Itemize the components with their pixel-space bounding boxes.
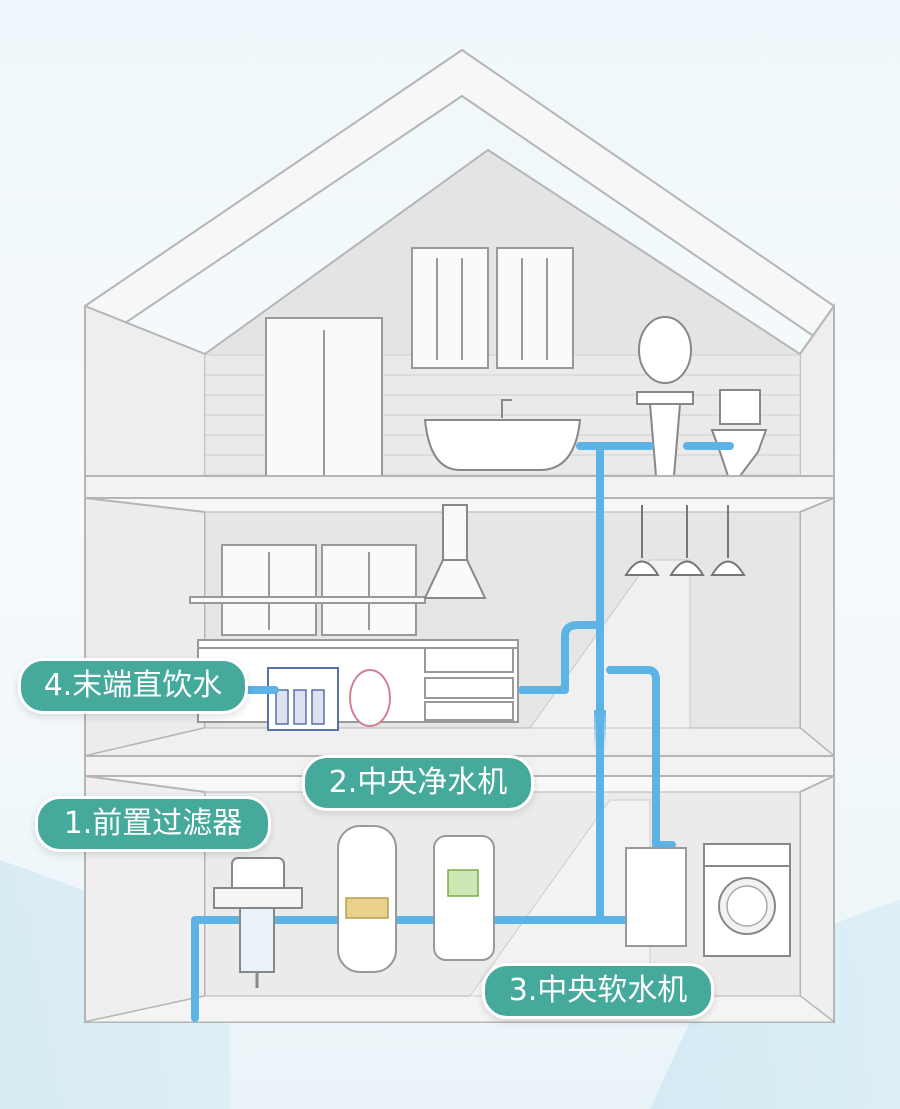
attic-door [265,317,383,479]
pipe-fade [594,710,606,750]
label-central-water-softener: 3.中央软水机 [482,963,714,1019]
central-purifier-device [337,825,397,973]
bathtub [423,399,582,471]
floor-slab-upper [84,475,835,499]
pre-filter-device [213,857,303,988]
label-point-of-use-drinking-water: 4.末端直饮水 [18,658,248,714]
range-hood [423,504,487,599]
central-softener-device [433,835,495,961]
washing-machine [703,843,791,957]
label-pre-filter: 1.前置过滤器 [35,796,271,852]
label-central-water-purifier: 2.中央净水机 [302,755,534,811]
attic-windows [411,247,574,369]
water-heater [625,847,687,947]
sink-with-mirror [636,316,694,477]
staircase-middle [529,559,691,729]
kitchen-upper-cabinets [189,544,426,636]
pipe-fade-2 [652,710,660,750]
pendant-lamps [624,505,746,576]
ro-purifier-unit [267,667,391,731]
